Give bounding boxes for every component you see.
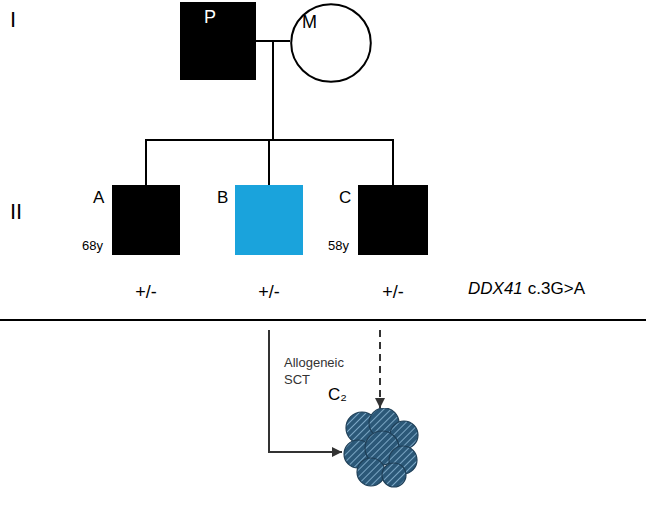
node-name: C₂ xyxy=(328,386,347,405)
affected-male-square: A68y xyxy=(112,185,180,255)
age-label: 68y xyxy=(82,239,103,253)
node-name: B xyxy=(217,189,228,208)
affected-male-square: C58y xyxy=(358,185,428,255)
cell-cluster-shape xyxy=(342,408,420,488)
genotype-label: +/- xyxy=(256,283,282,303)
node-name: C xyxy=(339,189,351,208)
generation-label: II xyxy=(8,200,24,224)
cell xyxy=(357,458,385,486)
node-name: P xyxy=(204,8,216,28)
node-name: A xyxy=(93,189,104,208)
cell-cluster: C₂ xyxy=(342,408,420,488)
gene-name: DDX41 xyxy=(468,280,523,299)
affected-male-square: P xyxy=(180,2,256,80)
genotype-label: +/- xyxy=(133,283,159,303)
pedigree-line xyxy=(256,41,273,185)
edge-label: Allogeneic SCT xyxy=(282,355,362,389)
variant-label: c.3G>A xyxy=(528,280,585,299)
divider-line xyxy=(0,319,646,321)
age-label: 58y xyxy=(328,239,349,253)
donor-male-square: B xyxy=(235,185,303,255)
cell xyxy=(382,463,406,487)
unaffected-female-circle: M xyxy=(290,3,372,83)
transplant-arrow xyxy=(379,255,381,408)
variant-annotation: DDX41 c.3G>A xyxy=(466,280,587,299)
node-name: M xyxy=(302,13,317,33)
generation-label: I xyxy=(8,8,18,32)
genotype-label: +/- xyxy=(380,283,406,303)
